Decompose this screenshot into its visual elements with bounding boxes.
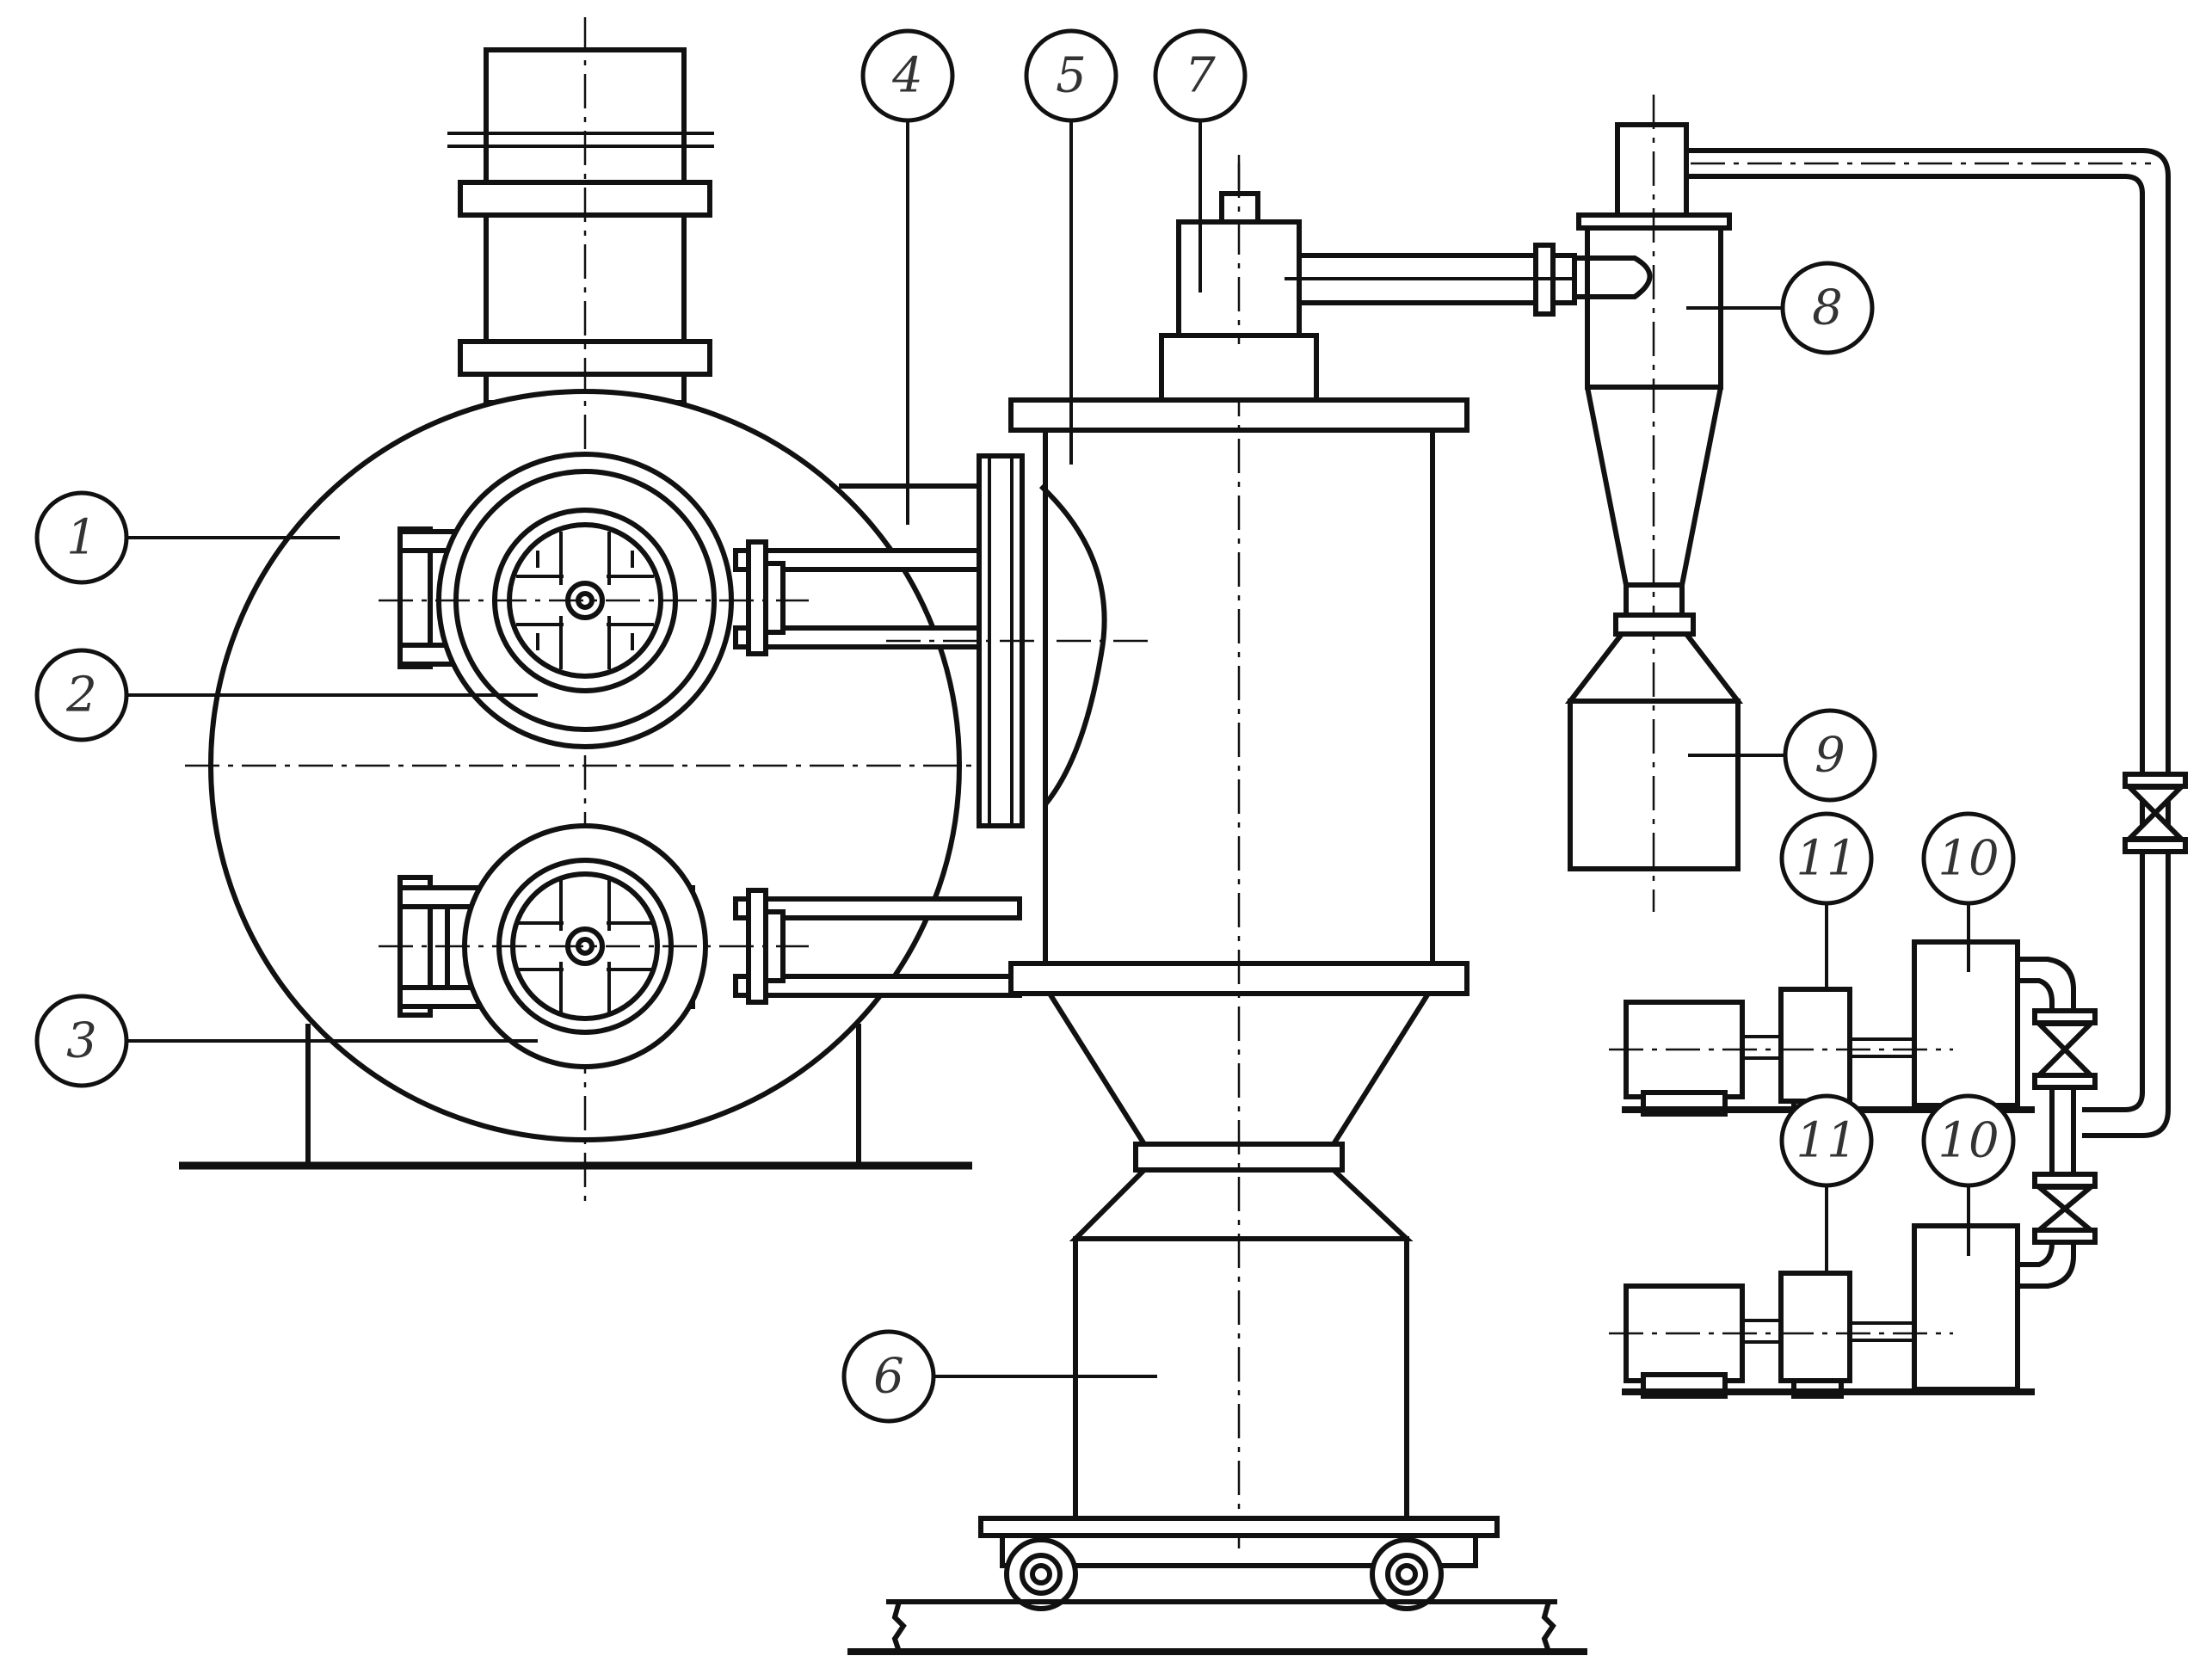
callout-4-label: 4	[891, 48, 923, 104]
callout-11-lower-label: 11	[1796, 1113, 1857, 1169]
callout-1-label: 1	[66, 510, 97, 566]
callout-10-upper: 10	[1921, 811, 2016, 906]
callout-5-label: 5	[1056, 48, 1087, 104]
callout-10-lower-label: 10	[1938, 1113, 1999, 1169]
callout-10-lower: 10	[1921, 1093, 2016, 1188]
callout-11-lower: 11	[1779, 1093, 1874, 1188]
receiver-cart	[847, 1236, 1587, 1655]
callout-7: 7	[1153, 28, 1248, 123]
callout-10-upper-label: 10	[1938, 831, 1999, 887]
callout-1: 1	[34, 490, 129, 585]
leader-lines	[127, 120, 1970, 1378]
return-pipe	[1686, 148, 2188, 1138]
cyclone-separator	[1574, 95, 1732, 912]
collector-bin	[1564, 612, 1744, 871]
callout-8: 8	[1780, 261, 1875, 355]
callout-9: 9	[1783, 708, 1877, 803]
callout-11-upper: 11	[1779, 811, 1874, 906]
callout-6-label: 6	[873, 1349, 904, 1405]
callout-4: 4	[860, 28, 955, 123]
callout-3: 3	[34, 994, 129, 1088]
callout-3-label: 3	[66, 1013, 97, 1069]
callout-11-upper-label: 11	[1796, 831, 1857, 887]
callout-7-label: 7	[1185, 48, 1216, 104]
callout-5: 5	[1024, 28, 1118, 123]
callout-9-label: 9	[1815, 728, 1845, 784]
top-unit	[1159, 163, 1577, 403]
callout-2: 2	[34, 648, 129, 742]
callout-2-label: 2	[65, 668, 97, 723]
connecting-duct	[839, 453, 1153, 828]
callout-6: 6	[841, 1329, 936, 1424]
lower-port-assembly	[379, 823, 1022, 1069]
upper-port-assembly	[379, 452, 1022, 749]
callout-8-label: 8	[1812, 280, 1843, 336]
pump-station-upper	[1609, 939, 2098, 1179]
pump-station-lower	[1609, 1172, 2098, 1399]
